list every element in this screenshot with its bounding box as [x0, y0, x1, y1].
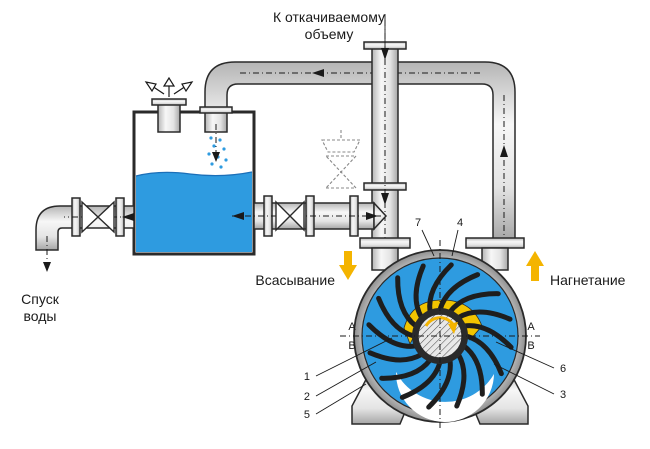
impeller-blade: [426, 357, 453, 410]
callout-2: 2: [304, 391, 310, 403]
impeller-blade: [463, 333, 504, 377]
suction-arrow-icon: [339, 251, 357, 280]
impeller-blade: [461, 343, 485, 397]
water-drops: [207, 136, 228, 169]
impeller-blade: [367, 350, 425, 363]
label-evacuated-volume-line2: объему: [305, 26, 354, 42]
rotation-arrow-icon: [424, 316, 458, 334]
callout-leaders: [315, 229, 555, 415]
valve-actuator-outline: [321, 130, 361, 189]
callout-5: 5: [304, 409, 310, 421]
impeller-blade: [376, 295, 417, 339]
impeller-blade: [413, 263, 426, 321]
label-evacuated-volume-line1: К откачиваемому: [273, 9, 385, 25]
feed-pipe: [232, 195, 388, 237]
callout-4: 4: [457, 217, 463, 229]
impeller-blade: [461, 323, 514, 350]
impeller-blade: [454, 351, 467, 409]
impeller-blade: [395, 275, 419, 329]
impeller-blade: [399, 359, 443, 400]
label-drain-line1: Спуск: [21, 291, 60, 307]
impeller-blades: [366, 262, 514, 410]
labels: К откачиваемому объему Всасывание Нагнет…: [21, 9, 625, 421]
impeller-blade: [455, 309, 513, 322]
separator-tank: [132, 98, 256, 256]
impeller-blade: [379, 357, 433, 381]
callout-3: 3: [560, 389, 566, 401]
section-mark-b-right: В: [527, 340, 534, 352]
vent-arrows-icon: [144, 76, 194, 97]
callout-6: 6: [560, 363, 566, 375]
section-line: [340, 240, 540, 430]
section-mark-a-right: А: [527, 321, 535, 333]
section-mark-b-left: В: [348, 340, 355, 352]
label-discharge: Нагнетание: [550, 272, 626, 288]
discharge-arrow-icon: [526, 251, 544, 281]
callout-7: 7: [415, 217, 421, 229]
impeller-blade: [427, 262, 454, 315]
callout-1: 1: [304, 371, 310, 383]
section-mark-a-left: А: [348, 321, 356, 333]
gate-valve-icon: [81, 200, 115, 234]
impeller-blade: [437, 272, 481, 313]
gate-valve-icon: [275, 200, 305, 232]
label-drain-line2: воды: [24, 308, 57, 324]
impeller-blade: [366, 322, 419, 349]
label-suction: Всасывание: [255, 272, 335, 288]
impeller-blade: [447, 291, 501, 315]
